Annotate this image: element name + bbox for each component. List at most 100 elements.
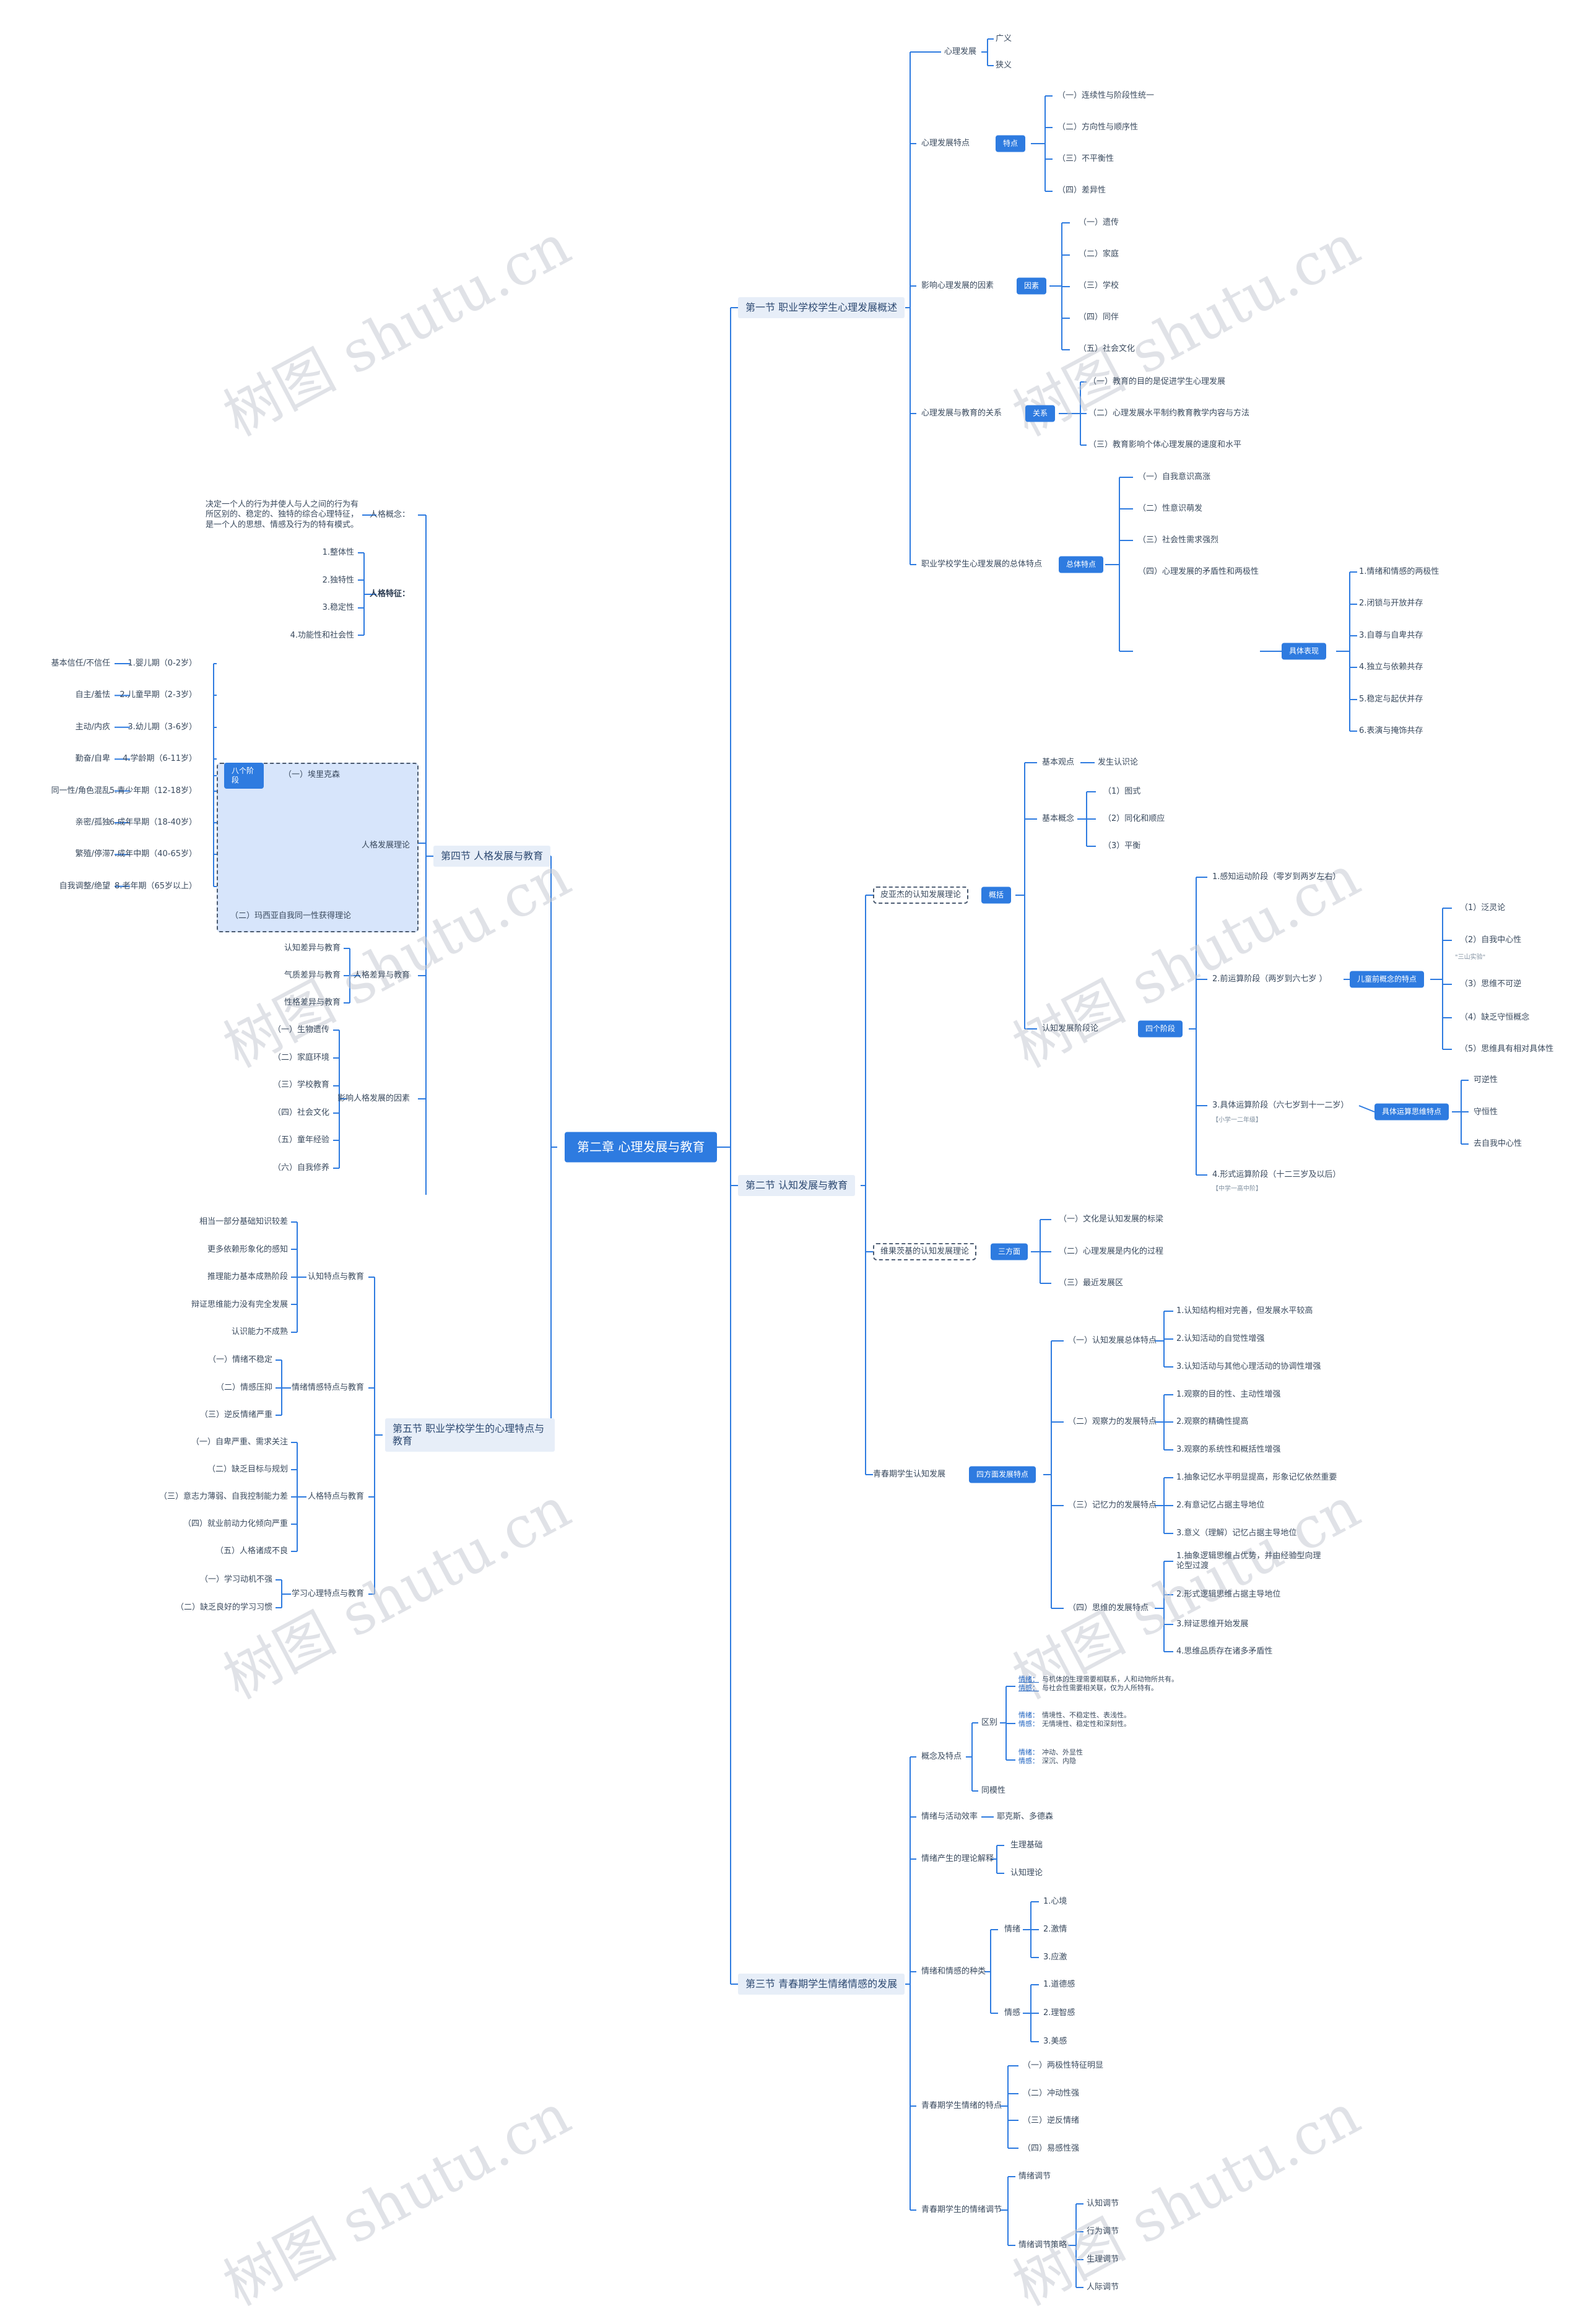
s3-row-5-val[interactable]: 深沉、内隐 bbox=[1042, 1757, 1076, 1766]
s5-emotion[interactable]: 情绪情感特点与教育 bbox=[291, 1382, 364, 1392]
s1-factors-tag[interactable]: 因素 bbox=[1017, 277, 1047, 295]
s2-youth-tag[interactable]: 四方面发展特点 bbox=[969, 1466, 1036, 1483]
s5-emotion-item-1[interactable]: （二）情感压抑 bbox=[215, 1382, 272, 1392]
s2-youth-item-3-1[interactable]: 2.形式逻辑思维占据主导地位 bbox=[1176, 1589, 1281, 1599]
s5-learning-item-1[interactable]: （二）缺乏良好的学习习惯 bbox=[175, 1602, 272, 1612]
s2-stages[interactable]: 认知发展阶段论 bbox=[1042, 1023, 1099, 1033]
s1-overall-sub-1[interactable]: 2.闭锁与开放并存 bbox=[1359, 599, 1423, 609]
s4-stage-4[interactable]: 5.青少年期（12-18岁） bbox=[109, 786, 197, 796]
s4-crisis-0[interactable]: 基本信任/不信任 bbox=[51, 658, 110, 668]
s4-trait-item-1[interactable]: 2.独特性 bbox=[322, 575, 354, 585]
s4-theory[interactable]: 人格发展理论 bbox=[361, 840, 410, 850]
s2-youth-group-0[interactable]: （一）认知发展总体特点 bbox=[1068, 1335, 1157, 1345]
s4-factor-item-5[interactable]: （六）自我修养 bbox=[272, 1163, 329, 1173]
s2-youth-group-1[interactable]: （二）观察力的发展特点 bbox=[1068, 1416, 1157, 1426]
s2-youth-item-3-0[interactable]: 1.抽象逻辑思维占优势，并由经验型向理论型过渡 bbox=[1176, 1551, 1321, 1571]
s2-youth[interactable]: 青春期学生认知发展 bbox=[873, 1469, 946, 1479]
s5-personality-item-2[interactable]: （三）意志力薄弱、自我控制能力差 bbox=[158, 1491, 288, 1501]
s5-personality-item-1[interactable]: （二）缺乏目标与规划 bbox=[207, 1464, 288, 1474]
section-2[interactable]: 第二节 认知发展与教育 bbox=[738, 1175, 856, 1196]
s5-personality-item-0[interactable]: （一）自卑严重、需求关注 bbox=[191, 1437, 288, 1447]
s2-youth-item-0-0[interactable]: 1.认知结构相对完善，但发展水平较高 bbox=[1176, 1306, 1313, 1316]
s1-overall-sub-3[interactable]: 4.独立与依赖共存 bbox=[1359, 662, 1423, 672]
s4-crisis-6[interactable]: 繁殖/停滞 bbox=[75, 849, 110, 859]
s2-child-item-0[interactable]: （1）泛灵论 bbox=[1460, 903, 1506, 913]
s2-note4[interactable]: 【中学一高中阶】 bbox=[1212, 1185, 1262, 1192]
s3-regulate-item-1[interactable]: 情绪调节策略 bbox=[1018, 2240, 1067, 2250]
s5-cognitive-item-2[interactable]: 推理能力基本成熟阶段 bbox=[207, 1272, 288, 1281]
s1-factor-item-2[interactable]: （三）学校 bbox=[1079, 280, 1119, 290]
s3-row-3-key[interactable]: 情感： bbox=[1018, 1720, 1039, 1728]
s4-crisis-1[interactable]: 自主/羞怯 bbox=[75, 690, 110, 700]
s3-row-5-key[interactable]: 情感： bbox=[1018, 1757, 1039, 1766]
s3-regulate[interactable]: 青春期学生的情绪调节 bbox=[921, 2205, 1002, 2214]
s3-theory[interactable]: 情绪产生的理论解释 bbox=[921, 1854, 994, 1863]
s3-regulate-sub-3[interactable]: 人际调节 bbox=[1087, 2282, 1119, 2292]
s3-row-3-val[interactable]: 无情境性、稳定性和深刻性。 bbox=[1042, 1720, 1131, 1728]
s2-basic[interactable]: 基本观点 bbox=[1042, 757, 1075, 767]
s3-row-2-key[interactable]: 情绪： bbox=[1018, 1711, 1039, 1720]
s1-feature-item-2[interactable]: （三）不平衡性 bbox=[1057, 154, 1114, 163]
s3-efficiency-val[interactable]: 耶克斯、多德森 bbox=[997, 1811, 1054, 1821]
s1-overall-sub-5[interactable]: 6.表演与掩饰共存 bbox=[1359, 726, 1423, 735]
s4-trait-item-2[interactable]: 3.稳定性 bbox=[322, 602, 354, 612]
s4-stage-tag[interactable]: 八个阶段 bbox=[224, 763, 264, 789]
s3-emo-item-1[interactable]: 2.激情 bbox=[1043, 1924, 1067, 1934]
s3-feel[interactable]: 情感 bbox=[1004, 2008, 1021, 2018]
s4-factor-item-4[interactable]: （五）童年经验 bbox=[272, 1135, 329, 1145]
s1-overall-sub-2[interactable]: 3.自尊与自卑共存 bbox=[1359, 630, 1423, 640]
s2-concepts[interactable]: 基本概念 bbox=[1042, 813, 1075, 823]
s1-relation-tag[interactable]: 关系 bbox=[1025, 405, 1056, 422]
s1-concept-item-0[interactable]: 广义 bbox=[996, 33, 1012, 43]
s2-concept-item-1[interactable]: （2）同化和顺应 bbox=[1103, 813, 1165, 823]
s2-concept-item-2[interactable]: （3）平衡 bbox=[1103, 841, 1141, 851]
s4-concept[interactable]: 人格概念： bbox=[369, 509, 410, 519]
s3-same[interactable]: 同模性 bbox=[981, 1785, 1006, 1795]
s2-child-item-1[interactable]: （2）自我中心性 bbox=[1460, 935, 1522, 945]
s3-trait-item-3[interactable]: （四）易感性强 bbox=[1023, 2143, 1080, 2153]
s3-types[interactable]: 情绪和情感的种类 bbox=[921, 1966, 986, 1976]
section-1[interactable]: 第一节 职业学校学生心理发展概述 bbox=[738, 297, 905, 318]
s4-crisis-5[interactable]: 亲密/孤独 bbox=[75, 817, 110, 827]
s2-youth-group-2[interactable]: （三）记忆力的发展特点 bbox=[1068, 1500, 1157, 1510]
s4-trait-item-3[interactable]: 4.功能性和社会性 bbox=[290, 630, 354, 640]
s1-overall-item-3[interactable]: （四）心理发展的矛盾性和两极性 bbox=[1138, 566, 1259, 576]
s3-concept[interactable]: 概念及特点 bbox=[921, 1751, 962, 1761]
section-4[interactable]: 第四节 人格发展与教育 bbox=[433, 846, 551, 867]
s4-diff-item-0[interactable]: 认知差异与教育 bbox=[284, 943, 341, 953]
s5-cognitive-item-4[interactable]: 认识能力不成熟 bbox=[231, 1327, 288, 1337]
s5-cognitive-item-3[interactable]: 辩证思维能力没有完全发展 bbox=[191, 1299, 288, 1309]
s1-overall-item-0[interactable]: （一）自我意识高涨 bbox=[1138, 472, 1211, 482]
s3-row-2-val[interactable]: 情境性、不稳定性、表浅性。 bbox=[1042, 1711, 1131, 1720]
s1-relation[interactable]: 心理发展与教育的关系 bbox=[921, 408, 1002, 418]
s3-efficiency[interactable]: 情绪与活动效率 bbox=[921, 1811, 978, 1821]
s1-overall-sub-0[interactable]: 1.情绪和情感的两极性 bbox=[1359, 566, 1440, 576]
s1-overall-item-1[interactable]: （二）性意识萌发 bbox=[1138, 503, 1203, 513]
s2-youth-item-3-2[interactable]: 3.辩证思维开始发展 bbox=[1176, 1619, 1249, 1629]
s2-vygotsky-item-0[interactable]: （一）文化是认知发展的标梁 bbox=[1059, 1214, 1164, 1224]
s2-child-note[interactable]: "三山实验" bbox=[1455, 953, 1486, 961]
s2-stage-item-1[interactable]: 2.前运算阶段（两岁到六七岁 ） bbox=[1212, 974, 1327, 984]
s2-vygotsky-tag[interactable]: 三方面 bbox=[991, 1243, 1028, 1260]
s2-stage-item-2[interactable]: 3.具体运算阶段（六七岁到十一二岁） bbox=[1212, 1100, 1349, 1110]
s2-stages-tag[interactable]: 四个阶段 bbox=[1138, 1020, 1183, 1038]
s5-personality-item-4[interactable]: （五）人格诸成不良 bbox=[215, 1546, 288, 1556]
s3-feel-item-1[interactable]: 2.理智感 bbox=[1043, 2008, 1075, 2018]
s3-trait-item-2[interactable]: （三）逆反情绪 bbox=[1023, 2115, 1080, 2125]
s4-stage-5[interactable]: 6.成年早期（18-40岁） bbox=[109, 817, 197, 827]
s5-emotion-item-2[interactable]: （三）逆反情绪严重 bbox=[199, 1410, 272, 1420]
s4-factor-item-2[interactable]: （三）学校教育 bbox=[272, 1080, 329, 1090]
s3-traits[interactable]: 青春期学生情绪的特点 bbox=[921, 2101, 1002, 2110]
s3-feel-item-2[interactable]: 3.美感 bbox=[1043, 2036, 1067, 2046]
s1-overall[interactable]: 职业学校学生心理发展的总体特点 bbox=[921, 559, 1043, 569]
s4-crisis-7[interactable]: 自我调整/绝望 bbox=[59, 881, 110, 891]
s5-cognitive-item-1[interactable]: 更多依赖形象化的感知 bbox=[207, 1244, 288, 1254]
s2-youth-item-2-0[interactable]: 1.抽象记忆水平明显提高，形象记忆依然重要 bbox=[1176, 1472, 1337, 1482]
s1-overall-tag[interactable]: 总体特点 bbox=[1059, 556, 1104, 573]
s2-youth-item-2-1[interactable]: 2.有意记忆占据主导地位 bbox=[1176, 1500, 1265, 1510]
s2-stage-item-0[interactable]: 1.感知运动阶段（零岁到两岁左右） bbox=[1212, 872, 1341, 882]
s1-factor-item-1[interactable]: （二）家庭 bbox=[1079, 249, 1119, 259]
s4-diff-item-2[interactable]: 性格差异与教育 bbox=[284, 997, 341, 1007]
s4-stage-7[interactable]: 8.老年期（65岁以上） bbox=[115, 881, 197, 891]
s5-learning-item-0[interactable]: （一）学习动机不强 bbox=[199, 1574, 272, 1584]
